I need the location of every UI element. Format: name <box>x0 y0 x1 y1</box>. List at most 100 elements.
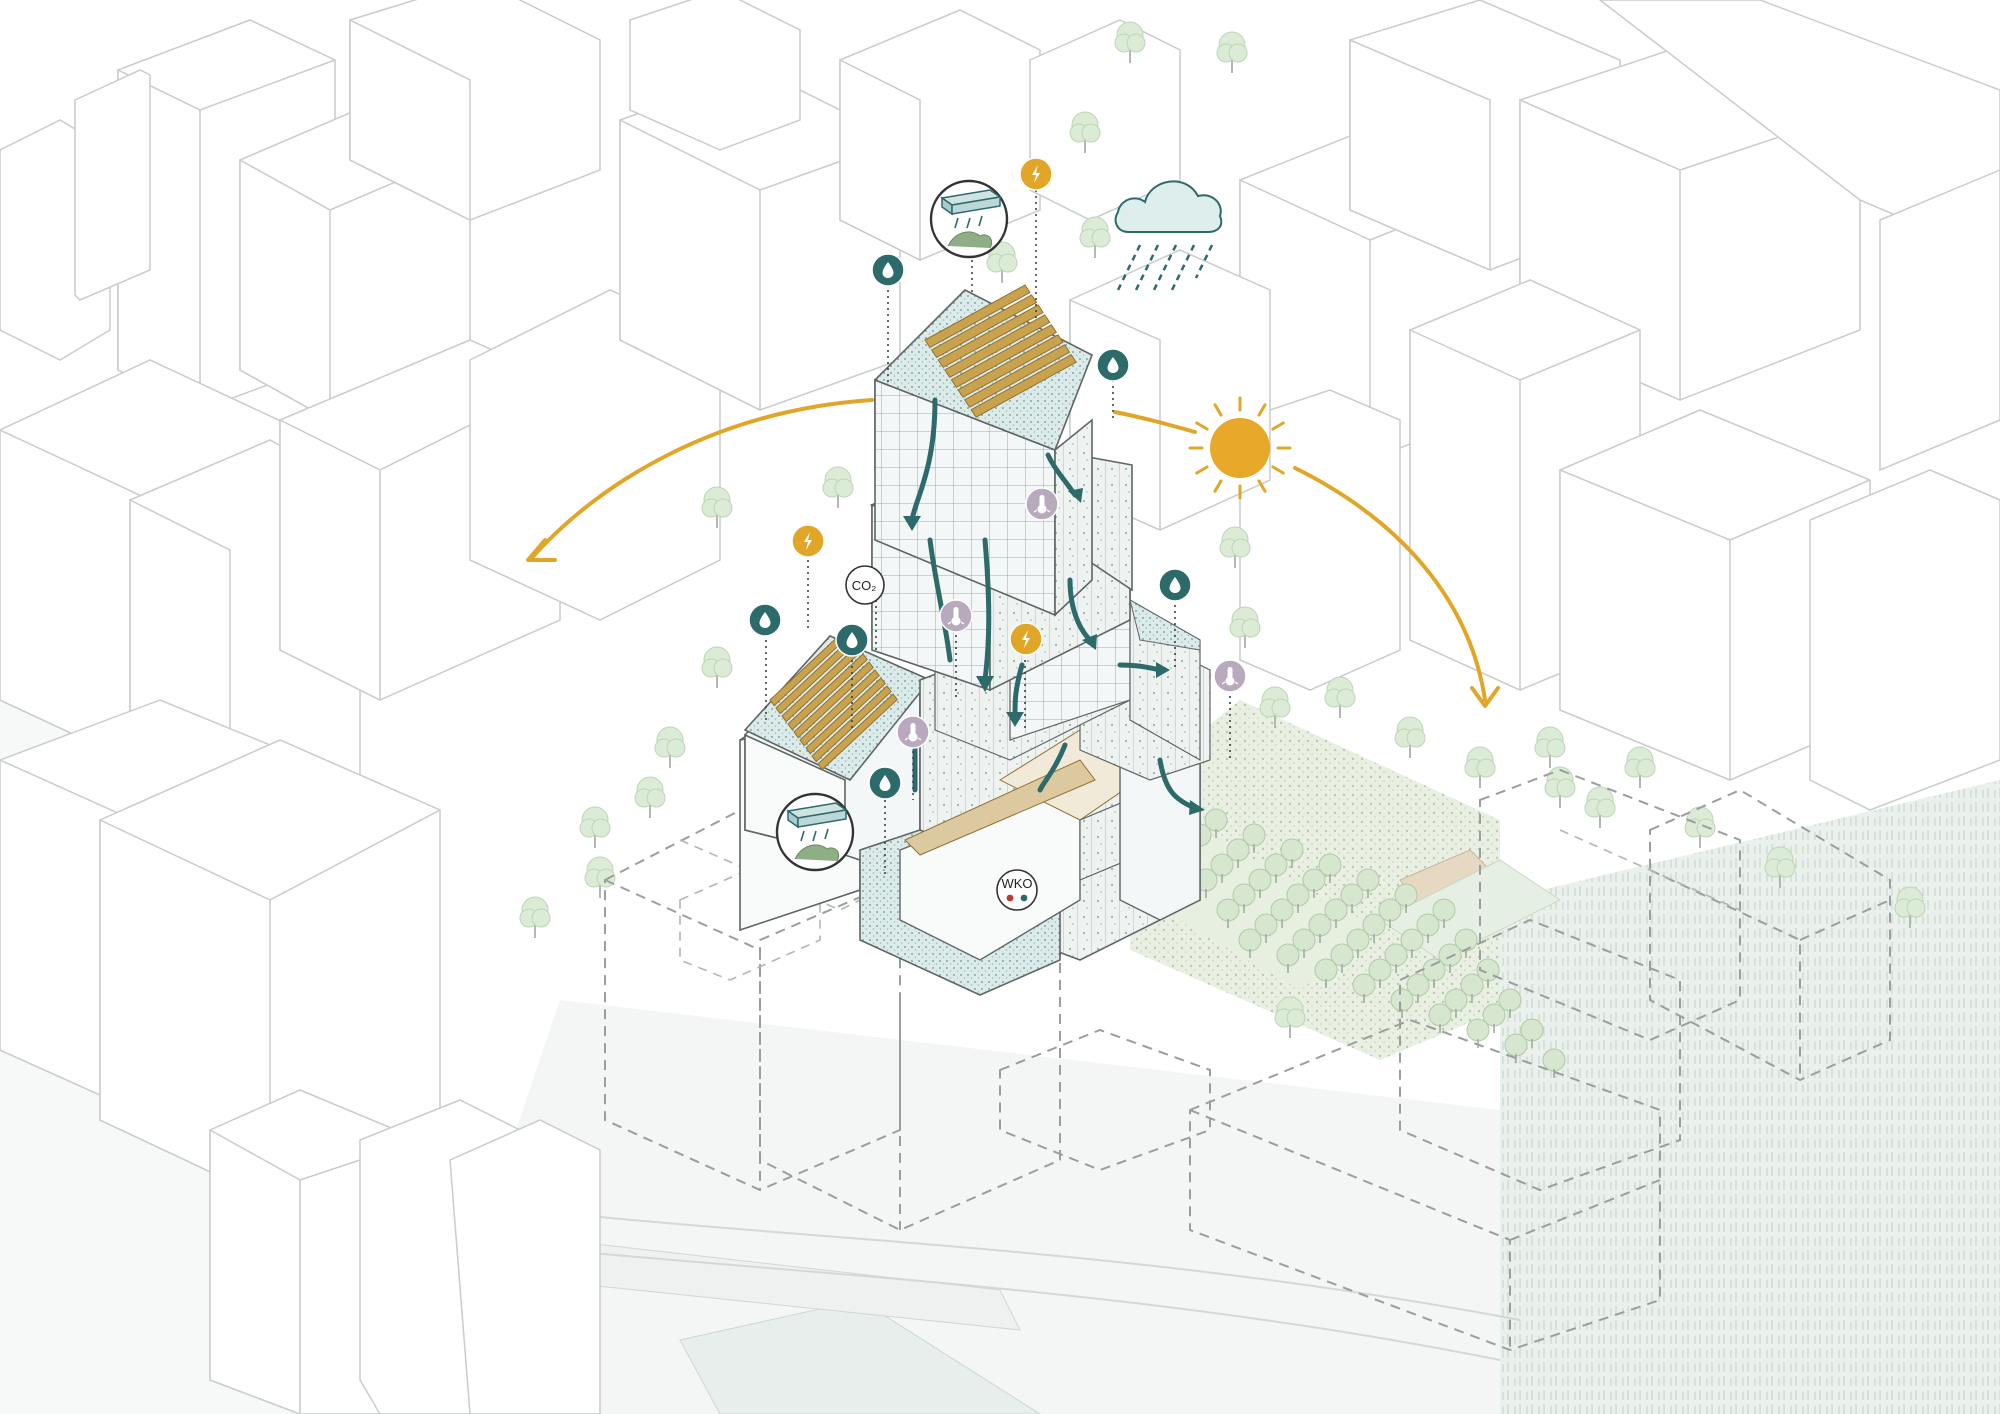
solar-panel-strip <box>930 294 1038 359</box>
tree-icon <box>1504 1033 1528 1063</box>
tree-icon <box>1229 606 1261 648</box>
tree-icon <box>634 776 666 818</box>
green-roof-icon <box>775 792 855 872</box>
sun-ray <box>1257 479 1267 493</box>
sun-icon <box>1188 396 1292 500</box>
thermometer-icon <box>1025 487 1059 521</box>
tree-icon <box>1330 943 1354 973</box>
tree-icon <box>1274 996 1306 1038</box>
tree-icon <box>1894 886 1926 928</box>
solar-panel-strip <box>811 685 892 763</box>
tree-icon <box>1346 928 1370 958</box>
sun-arc-right <box>1293 466 1487 702</box>
water-drop-icon <box>1158 568 1192 602</box>
solar-panel-strip <box>793 661 874 739</box>
tree-icon <box>701 646 733 688</box>
tree-icon <box>1542 1048 1566 1078</box>
tree-icon <box>654 726 686 768</box>
tree-icon <box>1270 898 1294 928</box>
sun-ray <box>1213 403 1223 417</box>
tree-icon <box>1280 838 1304 868</box>
thermometer-icon <box>939 599 973 633</box>
thermometer-icon <box>896 715 930 749</box>
tree-icon <box>1454 928 1478 958</box>
tree-icon <box>1460 973 1484 1003</box>
tree-icon <box>1432 898 1456 928</box>
solar-panel-strip <box>924 284 1031 349</box>
solar-panel-strip <box>970 354 1077 418</box>
tree-icon <box>986 241 1018 283</box>
sun-path <box>526 398 1500 708</box>
tree-icon <box>1242 823 1266 853</box>
solar-panel-strip <box>944 314 1051 379</box>
tree-icon <box>579 806 611 848</box>
green-roof-icon <box>929 179 1009 259</box>
tree-icon <box>1394 716 1426 758</box>
tree-icon <box>1232 883 1256 913</box>
wetland-area <box>1500 780 2000 1414</box>
tree-icon <box>1534 726 1566 768</box>
tree-icon <box>1482 1003 1506 1033</box>
tree-icon <box>1394 883 1418 913</box>
tree-icon <box>1368 958 1392 988</box>
wko-icon: WKO <box>996 869 1038 911</box>
tree-icon <box>1114 21 1146 63</box>
tree-icon <box>1584 786 1616 828</box>
tree-icon <box>1520 1018 1544 1048</box>
tree-icon <box>1216 898 1240 928</box>
solar-panel-strip <box>787 653 868 731</box>
sun-ray <box>1257 403 1267 417</box>
sustainability-markers <box>748 157 1247 800</box>
co2-icon: CO₂ <box>845 565 885 605</box>
tree-icon <box>1498 988 1522 1018</box>
tree-icon <box>1210 853 1234 883</box>
tree-icon <box>1292 928 1316 958</box>
water-drop-icon <box>868 766 902 800</box>
water-drop-icon <box>871 253 905 287</box>
tree-icon <box>1400 928 1424 958</box>
rain-cloud-icon <box>1114 180 1223 291</box>
tree-icon <box>1362 913 1386 943</box>
solar-panel-strip <box>957 334 1064 398</box>
solar-panel-strip <box>805 677 886 755</box>
lightning-icon <box>1019 157 1053 191</box>
water-flow-arrow <box>909 397 938 523</box>
tree-icon <box>1254 913 1278 943</box>
thermometer-icon <box>1213 659 1247 693</box>
tree-icon <box>1406 973 1430 1003</box>
main-building: WKO <box>739 284 1212 996</box>
tree-icon <box>1624 746 1656 788</box>
tree-icon <box>1324 898 1348 928</box>
tree-icon <box>1384 943 1408 973</box>
sun-ray <box>1271 421 1285 431</box>
tree-icon <box>1356 868 1380 898</box>
svg-text:CO₂: CO₂ <box>852 578 877 593</box>
solar-panel-icon <box>769 629 898 771</box>
tree-icon <box>1259 686 1291 728</box>
planned-volumes <box>604 768 1891 1352</box>
tree-icon <box>1286 883 1310 913</box>
tree-icon <box>1464 746 1496 788</box>
tree-icon <box>1324 676 1356 718</box>
tree-icon <box>1444 988 1468 1018</box>
solar-panel-strip <box>799 669 880 747</box>
tree-icon <box>1340 883 1364 913</box>
tree-icon <box>1226 838 1250 868</box>
tree-icon <box>1352 973 1376 1003</box>
water-drop-icon <box>748 603 782 637</box>
tree-icon <box>519 896 551 938</box>
solar-panel-strip <box>817 693 898 771</box>
tree-icon <box>1416 913 1440 943</box>
tree-icon <box>1314 958 1338 988</box>
solar-panel-icon <box>924 284 1077 418</box>
tree-icon <box>1079 216 1111 258</box>
tree-icon <box>1264 853 1288 883</box>
street-trees <box>519 21 1926 1078</box>
tree-icon <box>1318 853 1342 883</box>
lightning-icon <box>1009 622 1043 656</box>
tree-icon <box>1216 31 1248 73</box>
lightning-icon <box>791 524 825 558</box>
tree-icon <box>1069 111 1101 153</box>
tree-icon <box>1308 913 1332 943</box>
